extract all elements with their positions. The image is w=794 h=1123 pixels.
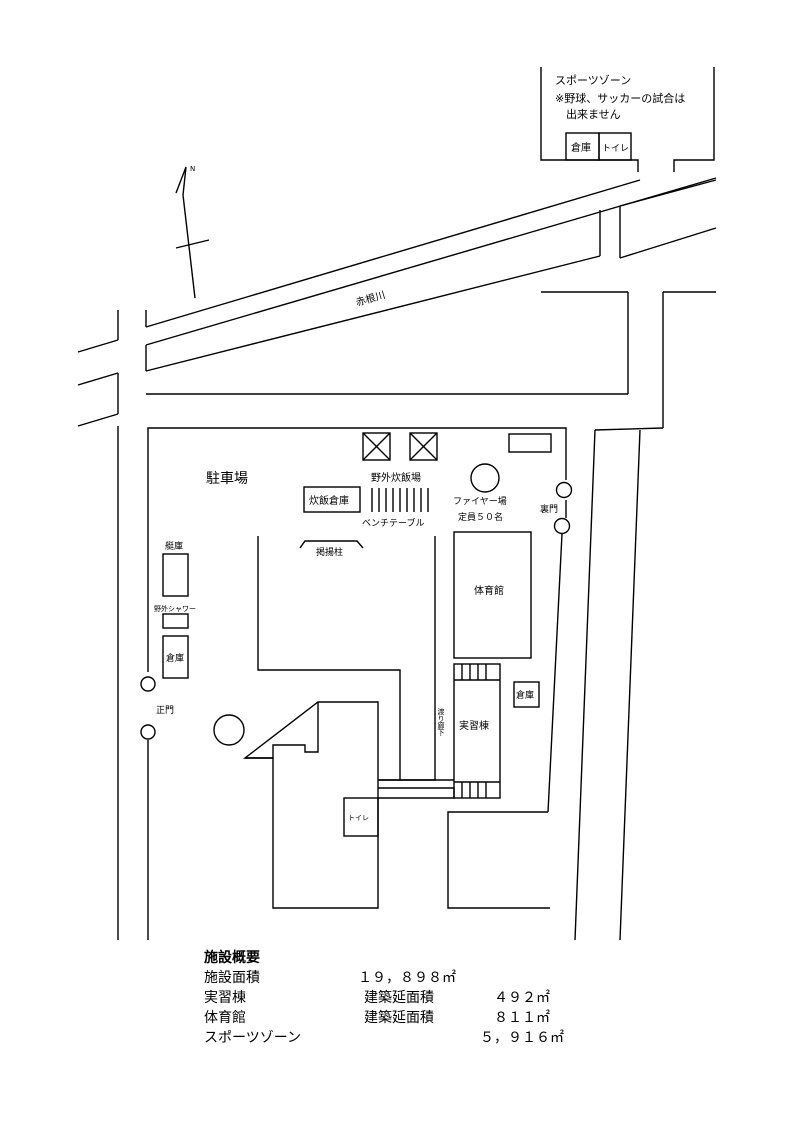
back-gate-label: 裏門 bbox=[540, 503, 558, 515]
summary-row: 体育館 建築延面積 ８１１㎡ bbox=[204, 1008, 624, 1028]
summary-row-sub: 建築延面積 bbox=[364, 1010, 434, 1026]
flagpole-label: 掲揚柱 bbox=[316, 546, 343, 558]
storage-right-label: 倉庫 bbox=[516, 689, 534, 701]
cooking-storage-label: 炊飯倉庫 bbox=[309, 494, 349, 507]
summary-row-sub: 建築延面積 bbox=[364, 990, 434, 1006]
fire-place-label: ファイヤー場 bbox=[453, 495, 507, 507]
boat-storage-label: 艇庫 bbox=[165, 540, 183, 552]
gym-label: 体育館 bbox=[474, 584, 504, 597]
summary-row: 実習棟 建築延面積 ４９２㎡ bbox=[204, 988, 624, 1008]
gym bbox=[453, 531, 532, 659]
site-boundary: 裏門 正門 bbox=[140, 427, 573, 940]
summary-row-name: 施設面積 bbox=[204, 970, 260, 986]
summary-row-value: ８１１㎡ bbox=[494, 1010, 550, 1026]
river-label: 赤根川 bbox=[354, 288, 386, 309]
north-arrow-label: N bbox=[190, 165, 195, 173]
summary-heading-row: 施設概要 bbox=[204, 948, 624, 968]
summary-row-value: １９，８９８㎡ bbox=[358, 970, 456, 986]
left-facilities: 駐車場 艇庫 野外シャワー 倉庫 bbox=[154, 470, 248, 746]
roads: 赤根川 bbox=[77, 177, 717, 941]
outdoor-cooking-area: 野外炊飯場 炊飯倉庫 ベンチテーブル 掲揚柱 bbox=[299, 432, 438, 558]
flagpole bbox=[299, 540, 364, 549]
main-gate-label: 正門 bbox=[156, 705, 174, 716]
summary-row: 施設面積 １９，８９８㎡ bbox=[204, 968, 624, 988]
cooking-storage bbox=[303, 486, 361, 513]
summary-row: スポーツゾーン ５，９１６㎡ bbox=[204, 1028, 624, 1048]
summary-row-name: 体育館 bbox=[204, 1010, 246, 1026]
sports-zone: スポーツゾーン ※野球、サッカーの試合は 出来ません 倉庫 トイレ bbox=[540, 67, 715, 172]
summary-heading: 施設概要 bbox=[204, 950, 260, 966]
outdoor-cooking-label: 野外炊飯場 bbox=[371, 471, 421, 484]
cooking-stove-1 bbox=[362, 432, 391, 461]
cooking-stove-2 bbox=[409, 432, 438, 461]
facility-summary: 施設概要 施設面積 １９，８９８㎡ 実習棟 建築延面積 ４９２㎡ 体育館 建築延… bbox=[204, 948, 624, 1048]
circular-feature bbox=[213, 714, 245, 746]
sports-zone-note-line1: ※野球、サッカーの試合は bbox=[555, 91, 685, 105]
main-gate-post-top bbox=[140, 676, 156, 692]
fire-and-gym-area: ファイヤー場 定員５０名 体育館 bbox=[453, 433, 552, 659]
north-arrow: N bbox=[175, 165, 210, 299]
boat-storage bbox=[162, 553, 189, 597]
storage-left-label: 倉庫 bbox=[166, 652, 184, 664]
fire-place bbox=[470, 463, 500, 493]
practice-building: 実習棟 倉庫 bbox=[453, 663, 540, 799]
parking-label: 駐車場 bbox=[206, 470, 248, 487]
main-gate-post-bottom bbox=[140, 724, 156, 740]
storage-left bbox=[162, 635, 189, 679]
main-building: トイレ 渡り廊下 bbox=[242, 536, 455, 909]
summary-row-name: スポーツゾーン bbox=[204, 1030, 302, 1046]
outdoor-shower-label: 野外シャワー bbox=[154, 604, 196, 613]
back-gate-post-bottom bbox=[553, 517, 571, 535]
practice-building-label: 実習棟 bbox=[459, 719, 489, 732]
storage-top-label: 倉庫 bbox=[571, 141, 591, 154]
bench-tables bbox=[371, 488, 429, 512]
fire-capacity-label: 定員５０名 bbox=[458, 511, 503, 523]
practice-building-outline bbox=[453, 663, 501, 799]
summary-row-value: ５，９１６㎡ bbox=[480, 1030, 564, 1046]
back-gate-post-top bbox=[555, 481, 573, 499]
summary-row-value: ４９２㎡ bbox=[494, 990, 550, 1006]
sports-zone-label: スポーツゾーン bbox=[555, 74, 631, 87]
summary-row-name: 実習棟 bbox=[204, 990, 246, 1006]
toilet-main-label: トイレ bbox=[348, 814, 369, 822]
outdoor-shower bbox=[162, 613, 189, 629]
toilet-main bbox=[343, 797, 379, 837]
toilet-top-label: トイレ bbox=[602, 144, 629, 154]
small-building bbox=[508, 433, 552, 453]
corridor-label: 渡り廊下 bbox=[437, 707, 445, 737]
sports-zone-note-line2: 出来ません bbox=[566, 107, 621, 121]
storage-right bbox=[513, 681, 540, 708]
bench-table-label: ベンチテーブル bbox=[362, 517, 424, 529]
toilet-top bbox=[598, 132, 632, 161]
